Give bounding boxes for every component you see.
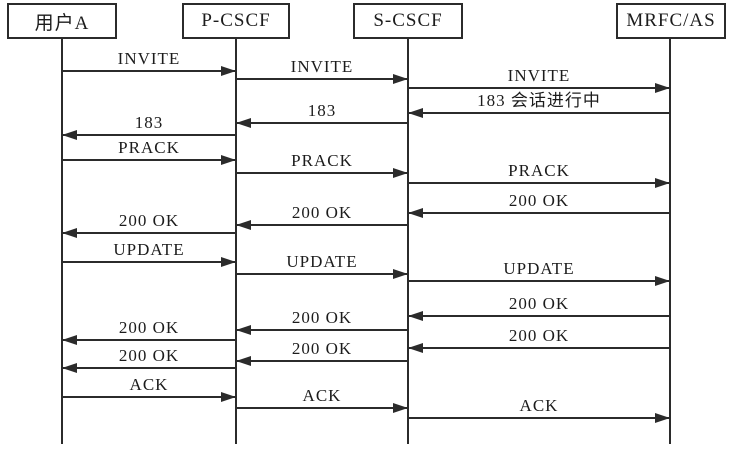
message-line [408, 212, 670, 214]
arrowhead-icon [655, 276, 670, 286]
message-line [236, 224, 408, 226]
message-line [62, 261, 236, 263]
participant-box-p-cscf: P-CSCF [182, 3, 290, 39]
arrowhead-icon [236, 118, 251, 128]
message-label: 200 OK [508, 294, 570, 313]
message-label: ACK [519, 396, 559, 415]
arrowhead-icon [408, 343, 423, 353]
message-line [236, 329, 408, 331]
arrowhead-icon [221, 66, 236, 76]
message-line [408, 315, 670, 317]
message-line [408, 182, 670, 184]
message-label: ACK [302, 386, 342, 405]
message-label: 200 OK [118, 346, 180, 365]
lifeline-s-cscf [407, 39, 409, 444]
message-line [408, 347, 670, 349]
message-label: 200 OK [291, 339, 353, 358]
arrowhead-icon [408, 311, 423, 321]
arrowhead-icon [62, 130, 77, 140]
message-line [408, 87, 670, 89]
message-label: UPDATE [286, 252, 358, 271]
participant-label: P-CSCF [201, 10, 271, 31]
message-label: 183 [134, 113, 164, 132]
arrowhead-icon [393, 74, 408, 84]
message-label: UPDATE [503, 259, 575, 278]
message-label: PRACK [118, 138, 180, 157]
arrowhead-icon [236, 220, 251, 230]
message-label: PRACK [291, 151, 353, 170]
lifeline-mrfc-as [669, 39, 671, 444]
arrowhead-icon [62, 363, 77, 373]
message-line [408, 112, 670, 114]
participant-box-s-cscf: S-CSCF [353, 3, 463, 39]
message-label: ACK [129, 375, 169, 394]
arrowhead-icon [62, 228, 77, 238]
arrowhead-icon [393, 168, 408, 178]
message-line [62, 232, 236, 234]
arrowhead-icon [62, 335, 77, 345]
message-line [236, 78, 408, 80]
message-label: PRACK [508, 161, 570, 180]
arrowhead-icon [655, 83, 670, 93]
message-line [408, 280, 670, 282]
message-line [62, 396, 236, 398]
message-label: 200 OK [118, 318, 180, 337]
message-line [236, 122, 408, 124]
participant-label: 用户A [34, 12, 90, 34]
lifeline-user-a [61, 39, 63, 444]
message-line [62, 339, 236, 341]
message-line [62, 367, 236, 369]
participant-box-user-a: 用户A [7, 3, 117, 39]
message-line [62, 134, 236, 136]
arrowhead-icon [655, 178, 670, 188]
message-label: 200 OK [291, 308, 353, 327]
message-line [236, 273, 408, 275]
participant-label: MRFC/AS [626, 10, 716, 31]
arrowhead-icon [408, 208, 423, 218]
arrowhead-icon [221, 257, 236, 267]
message-line [236, 360, 408, 362]
participant-label: S-CSCF [373, 10, 443, 31]
arrowhead-icon [655, 413, 670, 423]
message-label: INVITE [117, 49, 181, 68]
arrowhead-icon [221, 392, 236, 402]
message-label: 200 OK [508, 191, 570, 210]
arrowhead-icon [221, 155, 236, 165]
participant-box-mrfc-as: MRFC/AS [616, 3, 726, 39]
message-label: 200 OK [508, 326, 570, 345]
message-label: 183 [307, 101, 337, 120]
arrowhead-icon [393, 269, 408, 279]
message-line [408, 417, 670, 419]
arrowhead-icon [236, 356, 251, 366]
message-line [236, 407, 408, 409]
arrowhead-icon [408, 108, 423, 118]
message-label: 200 OK [118, 211, 180, 230]
message-line [236, 172, 408, 174]
arrowhead-icon [393, 403, 408, 413]
message-line [62, 159, 236, 161]
message-label: INVITE [507, 66, 571, 85]
arrowhead-icon [236, 325, 251, 335]
lifeline-p-cscf [235, 39, 237, 444]
message-line [62, 70, 236, 72]
message-label: INVITE [290, 57, 354, 76]
message-label: UPDATE [113, 240, 185, 259]
message-label: 183 会话进行中 [477, 91, 601, 110]
message-label: 200 OK [291, 203, 353, 222]
